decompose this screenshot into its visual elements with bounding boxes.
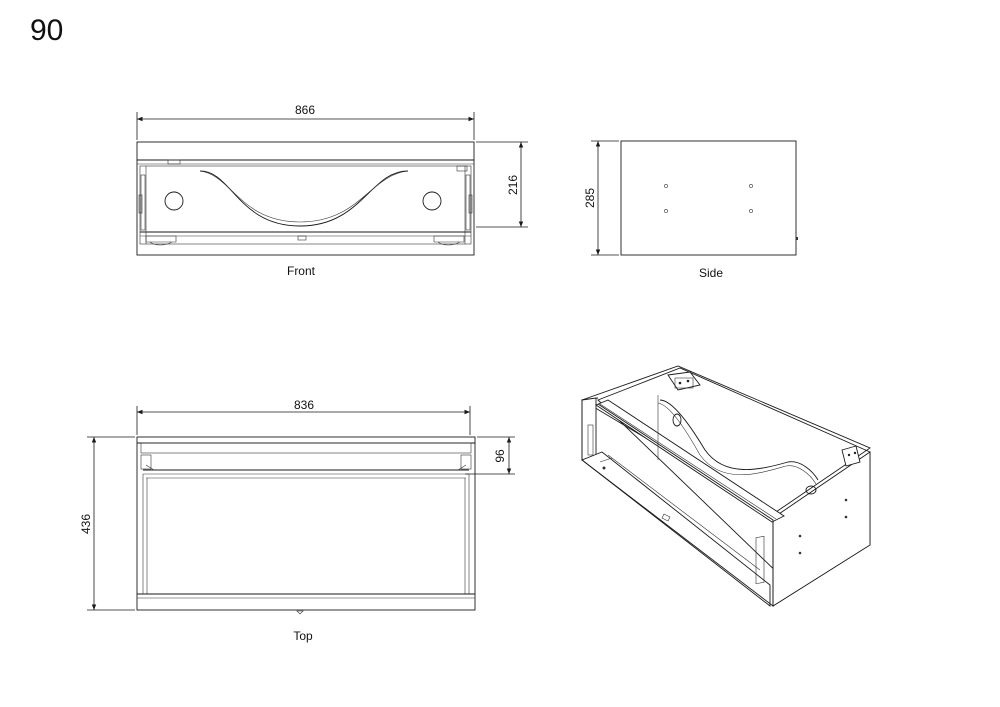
front-view-label: Front	[287, 264, 316, 278]
front-height-dimension: 216	[506, 175, 520, 195]
side-view-label: Side	[699, 266, 723, 280]
side-height-dimension: 285	[583, 188, 597, 208]
side-view: 285 Side	[583, 140, 798, 280]
front-view: 866 216 Front	[136, 103, 528, 278]
top-view-label: Top	[293, 629, 313, 643]
isometric-view	[580, 365, 871, 607]
page-number: 90	[30, 14, 64, 47]
top-depth-dimension: 436	[79, 514, 93, 534]
front-width-dimension: 866	[295, 103, 315, 117]
top-width-dimension: 836	[294, 398, 314, 412]
top-inner-dimension: 96	[493, 449, 507, 463]
top-view: 836 436 96 Top	[79, 398, 515, 643]
